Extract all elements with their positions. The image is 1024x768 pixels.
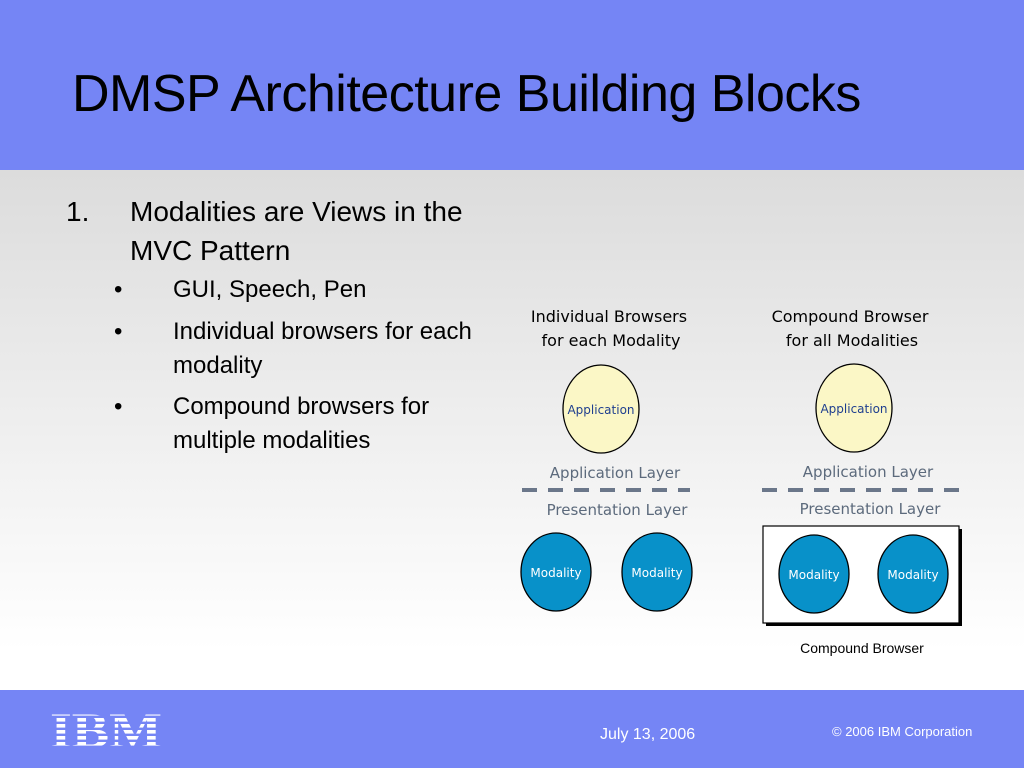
individual-browsers-diagram: Individual Browsers for each Modality Ap… [520,307,693,612]
bullet-text: Individual browsers for each modality [173,318,472,379]
item-number: 1. [66,196,90,227]
compound-browser-diagram: Compound Browser for all Modalities Appl… [762,307,962,656]
footer-bar: IBM July 13, 2006 © 2006 IBM Corporation [0,690,1024,768]
bullet-marker: • [114,393,123,420]
left-application-node [562,364,640,454]
bullet-text: GUI, Speech, Pen [173,276,367,303]
left-application-label: Application [567,403,634,417]
left-application-layer-label: Application Layer [550,464,681,482]
footer-copyright: © 2006 IBM Corporation [832,724,973,739]
ibm-logo: IBM [50,706,162,752]
left-modality-label-1: Modality [530,566,581,580]
slide-content: 1. Modalities are Views in the MVC Patte… [0,170,1024,690]
bullet-marker: • [114,276,123,303]
right-modality-node-1 [778,534,850,614]
right-application-label: Application [820,402,887,416]
right-modality-label-1: Modality [788,568,839,582]
left-modality-node-2 [621,532,693,612]
ibm-logo-text: IBM [50,706,162,752]
footer-date: July 13, 2006 [600,726,696,743]
left-heading-line1: Individual Browsers [531,307,687,326]
bullet-marker: • [114,318,123,345]
left-heading-line2: for each Modality [542,331,681,350]
right-application-layer-label: Application Layer [803,463,934,481]
compound-browser-caption: Compound Browser [800,640,924,656]
right-presentation-layer-label: Presentation Layer [800,500,942,518]
title-bar: DMSP Architecture Building Blocks [0,0,1024,170]
left-modality-node-1 [520,532,592,612]
right-application-node [815,363,893,453]
right-heading-line2: for all Modalities [786,331,918,350]
right-heading-line1: Compound Browser [772,307,929,326]
right-modality-node-2 [877,534,949,614]
right-modality-label-2: Modality [887,568,938,582]
slide-title: DMSP Architecture Building Blocks [72,65,861,123]
bullet-text: Compound browsers for multiple modalitie… [173,393,430,454]
left-presentation-layer-label: Presentation Layer [547,501,689,519]
left-modality-label-2: Modality [631,566,682,580]
item-text: Modalities are Views in the MVC Pattern [130,196,463,266]
